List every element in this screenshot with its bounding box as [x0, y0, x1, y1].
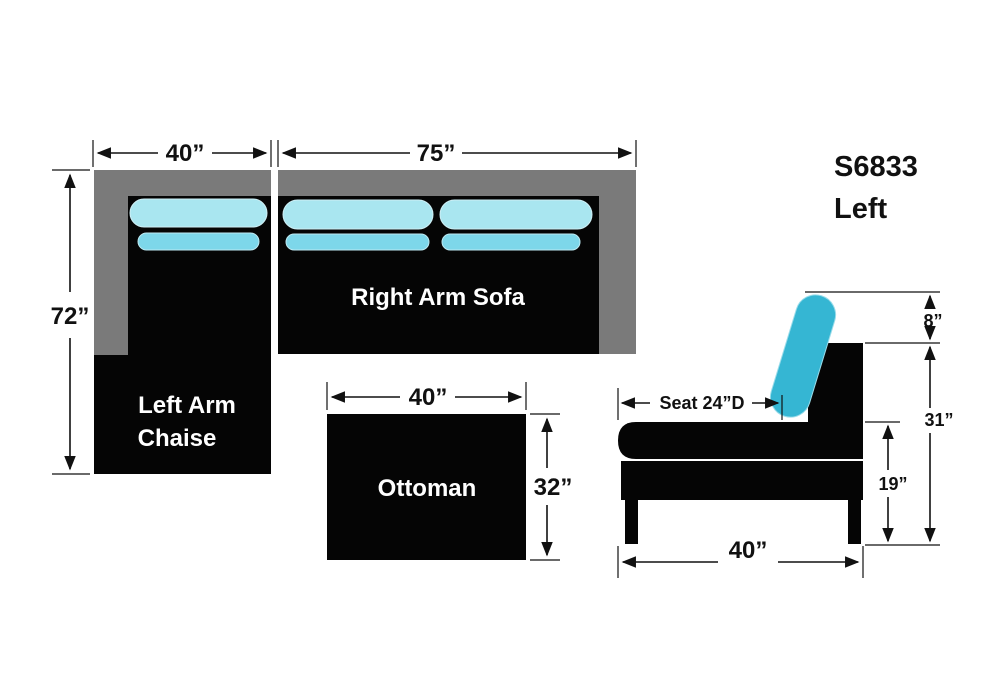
- rear-leg: [848, 500, 861, 544]
- model-code: S6833: [834, 151, 918, 183]
- model-orientation: Left: [834, 193, 888, 225]
- side-profile: [618, 294, 863, 544]
- chaise-label-line2: Chaise: [138, 425, 217, 452]
- chaise-width-label: 40”: [166, 140, 205, 167]
- ottoman-depth-dimension: 32”: [530, 413, 573, 561]
- seat-depth-label: Seat 24”D: [659, 393, 744, 413]
- right-arm-sofa: Right Arm Sofa: [278, 170, 636, 354]
- ottoman-label: Ottoman: [378, 475, 477, 502]
- left-arm-chaise: Left Arm Chaise: [94, 170, 271, 474]
- side-depth-dimension: 40”: [617, 537, 864, 578]
- back-cushion-height-label: 8”: [923, 311, 942, 331]
- seat-cushion: [618, 422, 863, 459]
- sofa-width-label: 75”: [417, 140, 456, 167]
- ottoman-width-dimension: 40”: [326, 382, 527, 411]
- ottoman: Ottoman: [327, 414, 526, 560]
- sofa-back-cushion-right: [439, 199, 593, 230]
- chaise-back-cushion: [129, 198, 268, 228]
- height-dimensions: 8” 31” 19”: [805, 291, 954, 546]
- chaise-width-dimension: 40”: [92, 140, 272, 167]
- ottoman-width-label: 40”: [409, 384, 448, 411]
- chaise-seat-cushion: [137, 232, 260, 251]
- sofa-seat-cushion-right: [441, 233, 581, 251]
- sofa-label: Right Arm Sofa: [351, 284, 525, 311]
- ottoman-depth-label: 32”: [534, 474, 573, 501]
- back-height-label: 31”: [924, 410, 953, 430]
- sofa-seat-cushion-left: [285, 233, 430, 251]
- side-depth-label: 40”: [729, 537, 768, 564]
- sofa-back-cushion-left: [282, 199, 434, 230]
- front-leg: [625, 500, 638, 544]
- chaise-seat-lower: [94, 355, 271, 474]
- overall-depth-dimension: 72”: [51, 169, 90, 475]
- sofa-width-dimension: 75”: [277, 140, 637, 167]
- seat-height-label: 19”: [878, 474, 907, 494]
- seat-base: [621, 461, 863, 500]
- ottoman-body: [327, 414, 526, 560]
- back-cushion: [769, 294, 837, 418]
- overall-depth-label: 72”: [51, 303, 90, 330]
- chaise-label-line1: Left Arm: [138, 392, 236, 419]
- seat-depth-dimension: Seat 24”D: [617, 388, 783, 420]
